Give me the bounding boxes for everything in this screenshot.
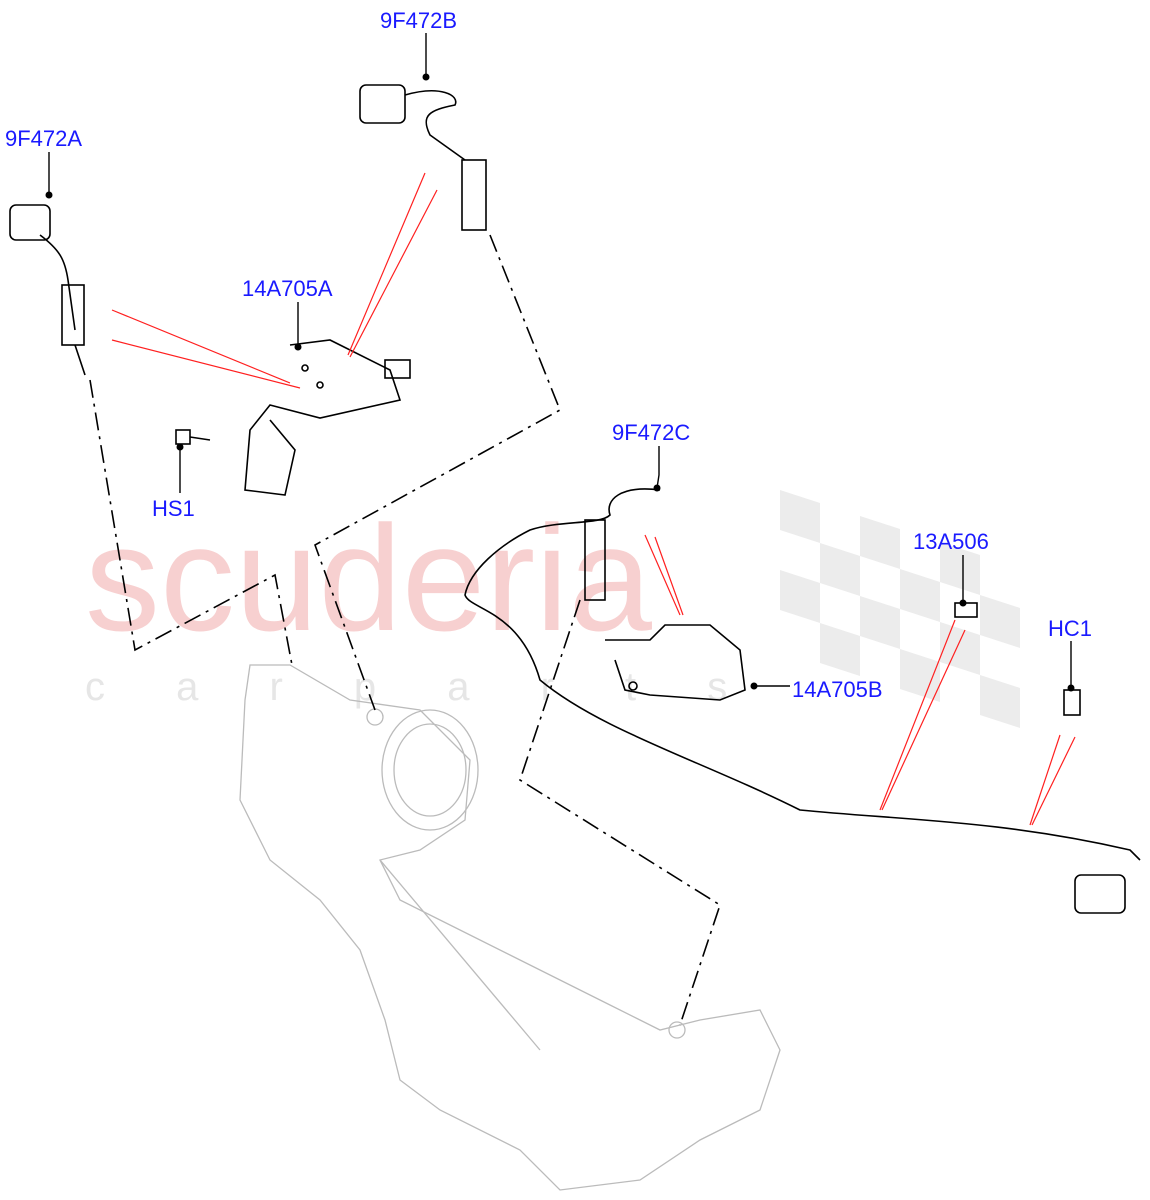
- label-14a705b[interactable]: 14A705B: [792, 677, 883, 702]
- label-hs1[interactable]: HS1: [152, 496, 195, 521]
- red-leaders: [111, 172, 1076, 826]
- watermark-sub: c a r p a r t s: [85, 665, 757, 709]
- catalytic-converter: [239, 664, 781, 1191]
- label-hc1[interactable]: HC1: [1048, 616, 1092, 641]
- link-c: [519, 599, 721, 1026]
- bolt-hs1: [175, 429, 211, 445]
- checker-watermark: [780, 490, 1020, 728]
- label-14a705a[interactable]: 14A705A: [242, 276, 333, 301]
- oxygen-sensor-9f472a: [9, 204, 86, 376]
- link-a: [89, 379, 293, 666]
- harness-connector: [1074, 874, 1126, 914]
- oxygen-sensor-9f472c: [464, 488, 1141, 861]
- label-leaders: [45, 33, 1075, 692]
- watermark-brand: scuderia: [85, 494, 653, 662]
- sensor-13a506: [954, 602, 978, 618]
- bracket-14a705b: [605, 624, 746, 701]
- label-9f472b[interactable]: 9F472B: [380, 8, 457, 33]
- label-9f472c[interactable]: 9F472C: [612, 420, 690, 445]
- bracket-14a705a: [244, 339, 411, 496]
- oxygen-sensor-9f472b: [359, 84, 487, 231]
- label-13a506[interactable]: 13A506: [913, 529, 989, 554]
- clip-hc1: [1063, 689, 1081, 716]
- label-9f472a[interactable]: 9F472A: [5, 126, 82, 151]
